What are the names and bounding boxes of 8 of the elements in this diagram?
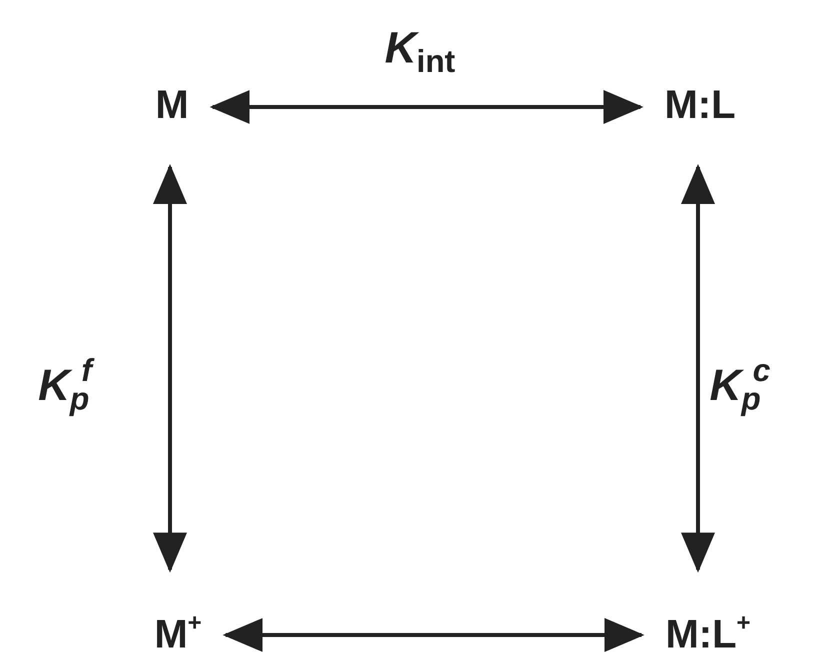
species-label: M:L$^{+}$ (659, 608, 757, 655)
double-arrow (153, 164, 187, 573)
species-label: M:L (658, 81, 742, 129)
species-label: M (149, 81, 195, 129)
double-arrow (210, 90, 644, 124)
double-arrow (222, 618, 644, 652)
species-label: M$^{+}$ (148, 608, 208, 655)
double-arrow (681, 164, 715, 573)
